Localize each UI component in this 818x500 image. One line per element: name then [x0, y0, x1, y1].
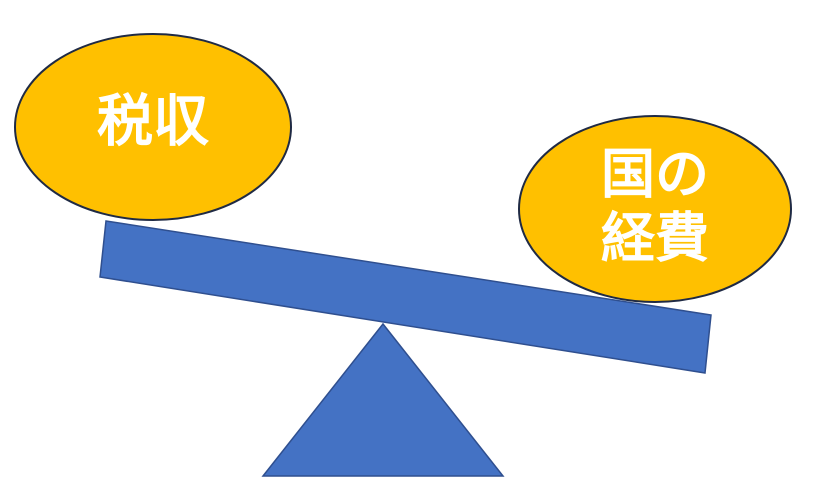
right-weight-ellipse [518, 115, 792, 303]
seesaw-beam [99, 220, 712, 374]
left-weight: 税収 [14, 33, 292, 221]
right-weight: 国の 経費 [518, 115, 792, 303]
fulcrum-triangle [261, 322, 505, 477]
left-weight-label: 税収 [97, 90, 209, 155]
right-weight-label-line-1: 国の [601, 143, 709, 206]
left-weight-ellipse [14, 33, 292, 221]
right-weight-label-line-2: 経費 [601, 207, 709, 270]
